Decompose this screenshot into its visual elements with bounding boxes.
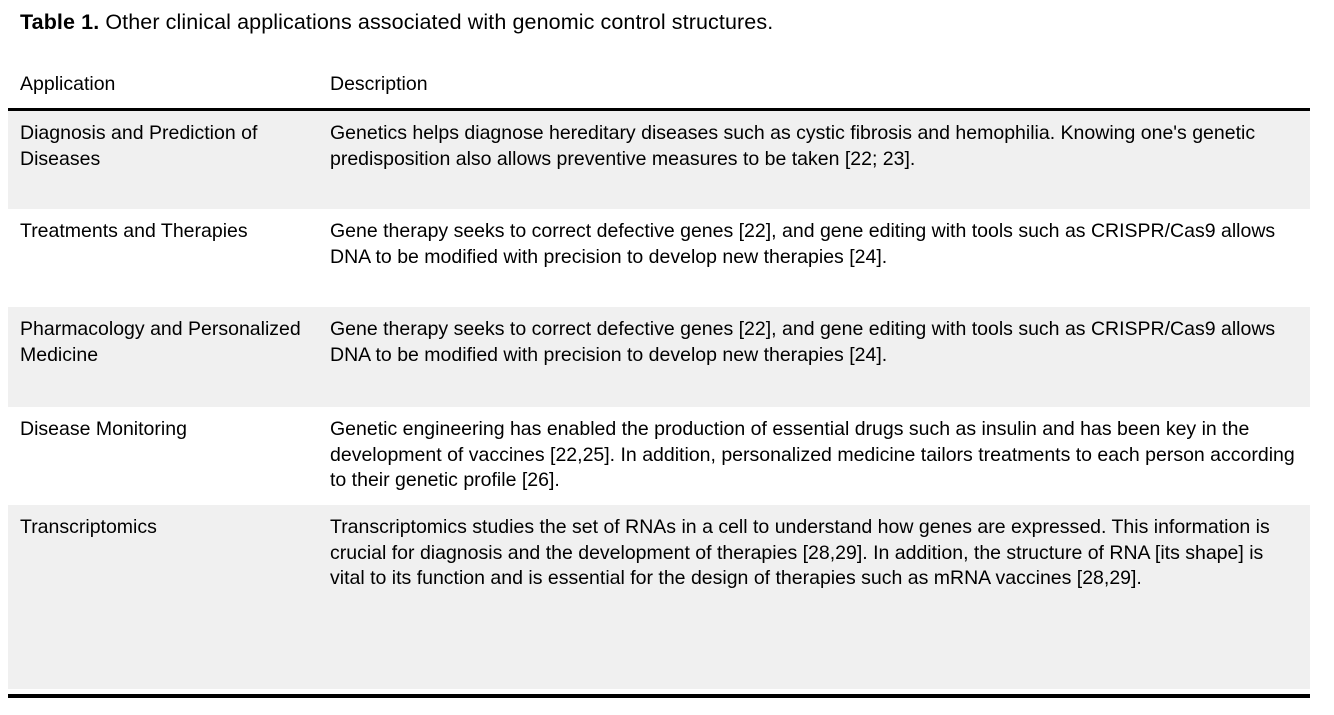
table-caption: Table 1. Other clinical applications ass…: [20, 8, 1310, 36]
cell-application: Disease Monitoring: [8, 407, 318, 505]
clinical-applications-table: Application Description Diagnosis and Pr…: [8, 64, 1310, 689]
cell-description: Genetics helps diagnose hereditary disea…: [318, 109, 1310, 209]
table-caption-label: Table 1.: [20, 10, 100, 34]
cell-application: Pharmacology and Personalized Medicine: [8, 307, 318, 407]
table-caption-text: Other clinical applications associated w…: [99, 10, 774, 34]
table-container: Application Description Diagnosis and Pr…: [8, 64, 1310, 689]
cell-application: Treatments and Therapies: [8, 209, 318, 307]
table-row: Pharmacology and Personalized Medicine G…: [8, 307, 1310, 407]
table-row: Treatments and Therapies Gene therapy se…: [8, 209, 1310, 307]
table-row: Diagnosis and Prediction of Diseases Gen…: [8, 109, 1310, 209]
column-header-description: Description: [318, 64, 1310, 110]
column-header-application: Application: [8, 64, 318, 110]
table-header: Application Description: [8, 64, 1310, 110]
cell-application: Diagnosis and Prediction of Diseases: [8, 109, 318, 209]
table-row: Transcriptomics Transcriptomics studies …: [8, 505, 1310, 689]
table-body: Diagnosis and Prediction of Diseases Gen…: [8, 109, 1310, 689]
cell-description: Transcriptomics studies the set of RNAs …: [318, 505, 1310, 689]
table-bottom-rule: [8, 694, 1310, 698]
cell-description: Gene therapy seeks to correct defective …: [318, 209, 1310, 307]
table-row: Disease Monitoring Genetic engineering h…: [8, 407, 1310, 505]
cell-description: Genetic engineering has enabled the prod…: [318, 407, 1310, 505]
table-header-row: Application Description: [8, 64, 1310, 110]
cell-description: Gene therapy seeks to correct defective …: [318, 307, 1310, 407]
cell-application: Transcriptomics: [8, 505, 318, 689]
